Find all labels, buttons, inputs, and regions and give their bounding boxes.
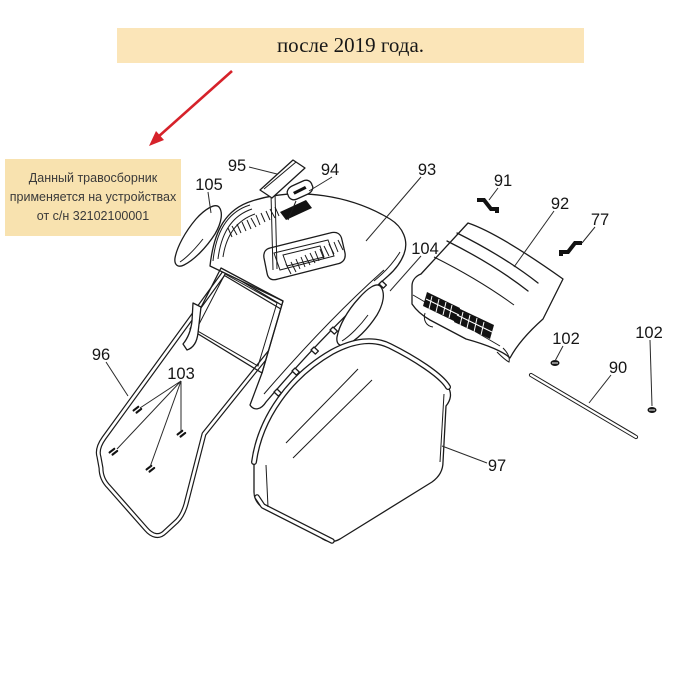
year-banner: после 2019 года. xyxy=(117,28,584,63)
part-label-77: 77 xyxy=(591,211,609,229)
part-91-clip xyxy=(477,198,499,213)
part-label-92: 92 xyxy=(551,195,569,213)
part-label-104: 104 xyxy=(411,240,439,258)
part-label-90: 90 xyxy=(609,359,627,377)
part-90-rod xyxy=(528,372,639,440)
serial-note-line3: от с/н 32102100001 xyxy=(36,209,150,223)
part-103-clips xyxy=(108,405,187,473)
part-97-bag xyxy=(251,338,452,544)
part-92-cover xyxy=(411,222,564,363)
part-102-cap-right xyxy=(647,407,657,413)
part-102-cap-left xyxy=(550,360,560,366)
part-label-95: 95 xyxy=(228,157,246,175)
part-104-strip xyxy=(336,284,384,347)
part-label-94: 94 xyxy=(321,161,339,179)
part-93-lid xyxy=(182,192,407,410)
part-96-wire-frame xyxy=(95,270,301,539)
part-labels: 95 94 93 105 104 91 92 77 96 103 97 90 1… xyxy=(92,157,663,475)
lid-latch-hook xyxy=(182,302,202,351)
part-label-96: 96 xyxy=(92,346,110,364)
lid-handle-recess xyxy=(263,231,346,281)
part-label-93: 93 xyxy=(418,161,436,179)
part-label-97: 97 xyxy=(488,457,506,475)
part-label-91: 91 xyxy=(494,172,512,190)
part-94-insert xyxy=(286,179,314,221)
part-77-clip xyxy=(559,241,582,256)
part-label-102-right: 102 xyxy=(635,324,663,342)
serial-note-line1: Данный травосборник xyxy=(28,171,158,185)
year-banner-text: после 2019 года. xyxy=(276,33,425,57)
leader-lines xyxy=(105,166,653,468)
serial-note-line2: применяется на устройствах xyxy=(9,190,177,204)
cover-mesh xyxy=(423,292,494,339)
vent-dark-patch xyxy=(280,200,312,220)
part-label-103: 103 xyxy=(167,365,195,383)
vent-hatch-left xyxy=(227,206,280,238)
red-arrow-annotation xyxy=(149,70,233,146)
serial-note: Данный травосборник применяется на устро… xyxy=(5,159,181,236)
part-95-plate xyxy=(259,159,306,199)
part-label-105: 105 xyxy=(195,176,223,194)
part-105-strip xyxy=(174,205,222,267)
part-label-102-left: 102 xyxy=(552,330,580,348)
